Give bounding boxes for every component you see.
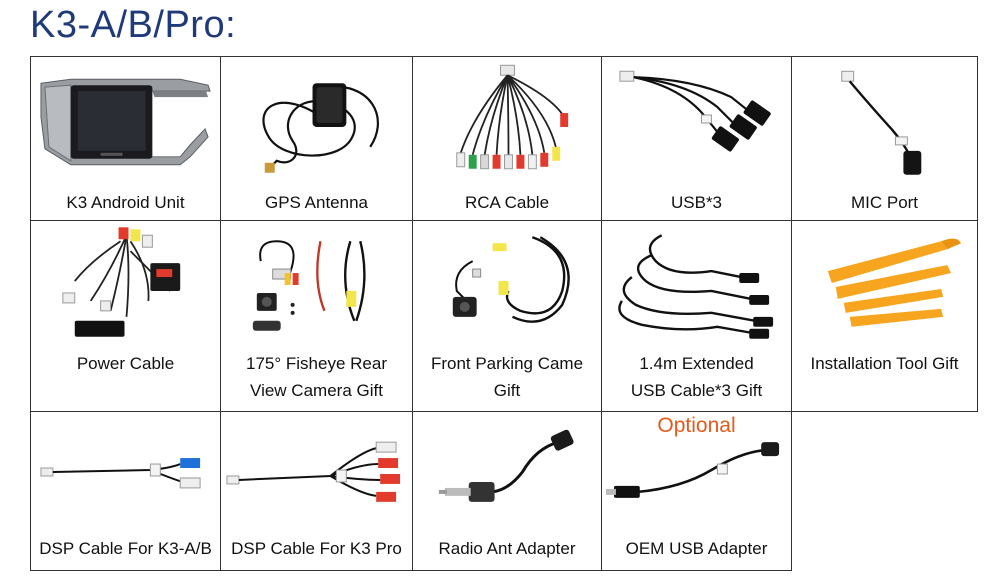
item-oem-usb-adapter: Optional OEM USB Adapter [602, 412, 792, 571]
item-dsp-cable-ab: DSP Cable For K3-A/B [31, 412, 221, 571]
grid-row-3: DSP Cable For K3-A/B [31, 412, 978, 571]
item-label: OEM USB Adapter [625, 539, 768, 558]
dsp-cable-pro-image [221, 412, 412, 532]
item-mic-port: MIC Port [792, 57, 978, 221]
rca-cable-image [413, 57, 601, 185]
item-label: GPS Antenna [264, 193, 369, 212]
item-label: Power Cable [76, 354, 175, 373]
item-label: DSP Cable For K3 Pro [231, 539, 402, 558]
page-title: K3-A/B/Pro: [30, 4, 237, 46]
item-label: K3 Android Unit [66, 193, 185, 212]
item-dsp-cable-pro: DSP Cable For K3 Pro [221, 412, 413, 571]
power-cable-image [31, 221, 220, 347]
item-label-line-2: View Camera Gift [250, 381, 383, 400]
usb3-image [602, 57, 791, 185]
usb-extension-image [602, 221, 791, 347]
item-label: Installation Tool Gift [810, 354, 959, 373]
item-front-camera: Front Parking Came Gift [413, 221, 602, 412]
mic-port-image [792, 57, 977, 185]
optional-label: Optional [657, 414, 736, 437]
rear-camera-image [221, 221, 412, 347]
dsp-cable-ab-image [31, 412, 220, 532]
item-label: Radio Ant Adapter [438, 539, 576, 558]
item-label: DSP Cable For K3-A/B [39, 539, 212, 558]
item-label: RCA Cable [464, 193, 550, 212]
item-radio-ant-adapter: Radio Ant Adapter [413, 412, 602, 571]
radio-ant-adapter-image [413, 412, 601, 532]
accessory-grid: K3 Android Unit GPS Antenna [30, 56, 978, 571]
item-usb3: USB*3 [602, 57, 792, 221]
item-rca-cable: RCA Cable [413, 57, 602, 221]
empty-cell [792, 412, 978, 571]
front-camera-image [413, 221, 601, 347]
item-label-line-1: Front Parking Came [430, 354, 584, 373]
grid-row-1: K3 Android Unit GPS Antenna [31, 57, 978, 221]
android-unit-image [31, 57, 220, 185]
item-gps-antenna: GPS Antenna [221, 57, 413, 221]
item-label: MIC Port [850, 193, 919, 212]
item-label: USB*3 [670, 193, 723, 212]
installation-tool-image [792, 221, 977, 347]
gps-antenna-image [221, 57, 412, 185]
item-label-line-1: 1.4m Extended [639, 354, 754, 373]
oem-usb-adapter-image [602, 412, 791, 532]
item-power-cable: Power Cable [31, 221, 221, 412]
grid-row-2: Power Cable 175° Fis [31, 221, 978, 412]
item-installation-tool: Installation Tool Gift [792, 221, 978, 412]
item-android-unit: K3 Android Unit [31, 57, 221, 221]
item-rear-camera: 175° Fisheye Rear View Camera Gift [221, 221, 413, 412]
item-label-line-1: 175° Fisheye Rear [246, 354, 387, 373]
item-label-line-2: USB Cable*3 Gift [630, 381, 763, 400]
item-label-line-2: Gift [493, 381, 521, 400]
item-usb-extension: 1.4m Extended USB Cable*3 Gift [602, 221, 792, 412]
